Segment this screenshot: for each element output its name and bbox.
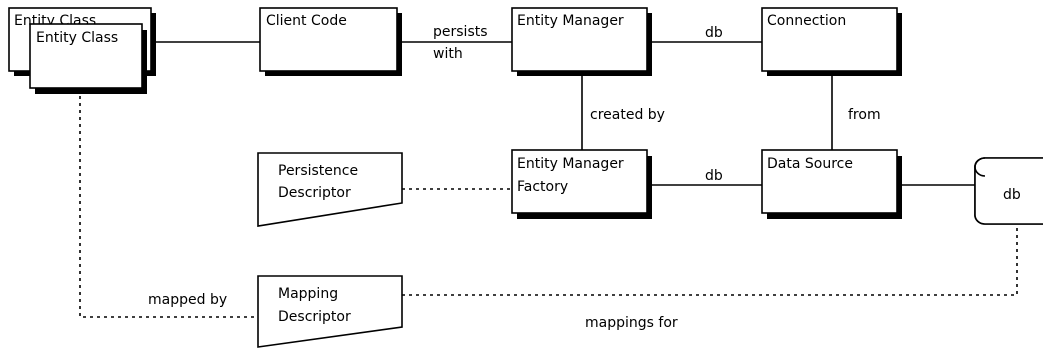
entity-manager-factory-label-line1: Entity Manager — [517, 156, 624, 172]
edge-label-mappings-for: mappings for — [585, 315, 678, 331]
edge-label-emf-db: db — [705, 168, 723, 184]
data-source-node: Data Source — [761, 149, 902, 219]
connection-label: Connection — [767, 13, 846, 29]
db-cylinder-label: db — [1003, 187, 1021, 203]
entity-manager-factory-label-line2: Factory — [517, 179, 568, 195]
mapping-descriptor-node: Mapping Descriptor — [257, 275, 403, 348]
entity-manager-factory-node: Entity Manager Factory — [511, 149, 652, 219]
persistence-descriptor-node: Persistence Descriptor — [257, 152, 403, 227]
edge-label-from: from — [848, 107, 881, 123]
dashed-mapping-db — [402, 226, 1018, 296]
entity-manager-label: Entity Manager — [517, 13, 624, 29]
edge-label-persists-line2: with — [433, 46, 463, 62]
mapping-descriptor-label-line2: Descriptor — [278, 309, 351, 325]
client-code-label: Client Code — [266, 13, 347, 29]
entity-class-front-node: Entity Class — [29, 23, 147, 94]
mapping-descriptor-label-line1: Mapping — [278, 286, 338, 302]
dashed-entityclass-mapping — [79, 96, 258, 318]
connection-node: Connection — [761, 7, 902, 76]
edge-label-persists-line1: persists — [433, 24, 488, 40]
entity-manager-node: Entity Manager — [511, 7, 652, 76]
persistence-descriptor-label-line1: Persistence — [278, 163, 358, 179]
edge-label-mapped-by: mapped by — [148, 292, 227, 308]
entity-class-front-label: Entity Class — [36, 30, 118, 46]
edge-label-created-by: created by — [590, 107, 665, 123]
database-cylinder: db — [974, 157, 1043, 225]
client-code-node: Client Code — [259, 7, 402, 76]
persistence-descriptor-label-line2: Descriptor — [278, 185, 351, 201]
edge-label-em-db: db — [705, 25, 723, 41]
data-source-label: Data Source — [767, 156, 853, 172]
